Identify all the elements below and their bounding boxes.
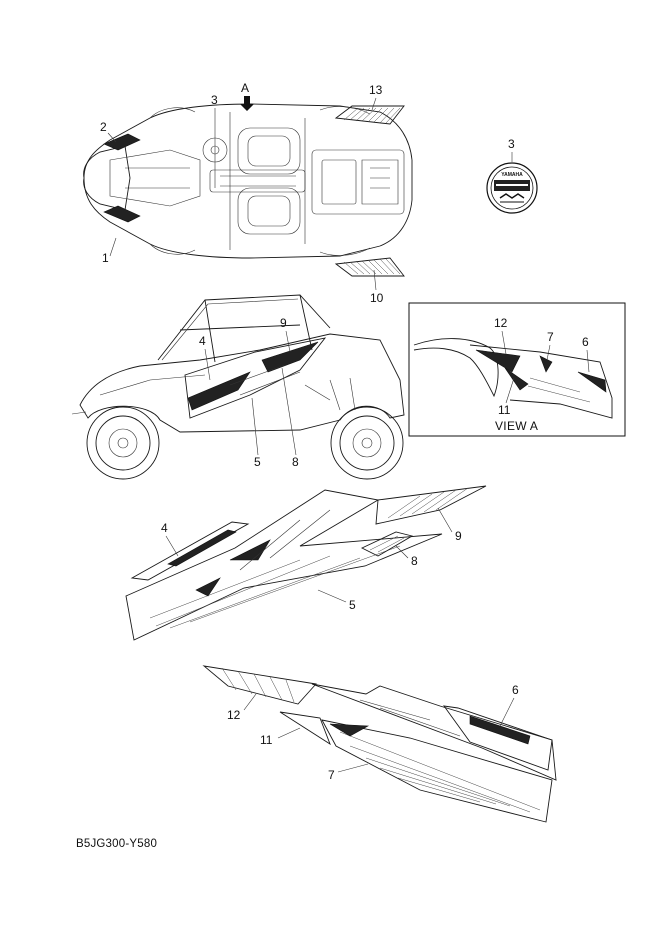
callout-8: 8 bbox=[292, 455, 299, 469]
callout-3-top: 3 bbox=[211, 93, 218, 107]
callout-12-lower: 12 bbox=[227, 708, 241, 722]
callout-7: 7 bbox=[547, 330, 554, 344]
leader-9 bbox=[285, 330, 291, 353]
leader-5 bbox=[251, 397, 259, 456]
callout-11-lower: 11 bbox=[260, 733, 273, 747]
callout-1: 1 bbox=[102, 251, 109, 265]
callout-3-badge: 3 bbox=[508, 137, 515, 151]
leader-10 bbox=[373, 269, 377, 291]
leader-8 bbox=[281, 367, 297, 456]
view-a-arrow: A bbox=[240, 81, 254, 111]
arrow-a-label: A bbox=[241, 81, 249, 95]
callout-7-lower: 7 bbox=[328, 768, 335, 782]
decal-set-right bbox=[202, 665, 557, 823]
callout-5-lower: 5 bbox=[349, 598, 356, 612]
leader-2 bbox=[107, 132, 117, 143]
decal-13-top bbox=[334, 105, 405, 125]
callout-4: 4 bbox=[199, 334, 206, 348]
callout-9: 9 bbox=[280, 316, 287, 330]
callout-8-lower: 8 bbox=[411, 554, 418, 568]
view-a-box: 12 7 6 11 VIEW A bbox=[408, 302, 626, 437]
view-a-label: VIEW A bbox=[495, 419, 538, 433]
callout-2: 2 bbox=[100, 120, 107, 134]
callout-11: 11 bbox=[498, 403, 511, 417]
callout-12: 12 bbox=[494, 316, 508, 330]
badge-decal-3: 3 YAMAHA bbox=[486, 137, 538, 214]
leader-1 bbox=[109, 237, 117, 257]
callout-13: 13 bbox=[369, 83, 383, 97]
callout-4-lower: 4 bbox=[161, 521, 168, 535]
leader-13 bbox=[371, 97, 377, 111]
callout-6: 6 bbox=[582, 335, 589, 349]
badge-brand-text: YAMAHA bbox=[501, 172, 523, 178]
callout-9-lower: 9 bbox=[455, 529, 462, 543]
callout-5: 5 bbox=[254, 455, 261, 469]
leader-4 bbox=[204, 348, 211, 381]
decal-10-bottom bbox=[334, 257, 405, 277]
vehicle-side-view bbox=[71, 294, 405, 480]
callout-6-lower: 6 bbox=[512, 683, 519, 697]
diagram-code: B5JG300-Y580 bbox=[76, 838, 158, 850]
callout-10: 10 bbox=[370, 291, 384, 305]
decal-set-left bbox=[125, 485, 487, 641]
vehicle-top-view bbox=[83, 103, 413, 277]
